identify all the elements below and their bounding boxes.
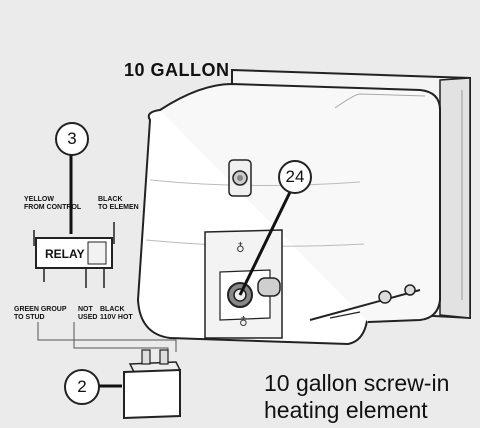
thermostat-cube <box>123 349 182 420</box>
water-heater-tank <box>136 82 441 346</box>
relay-label: RELAY <box>45 247 85 261</box>
relay-block <box>33 222 115 288</box>
callout-24-leader <box>238 187 294 296</box>
callout-heating-element: 24 <box>278 160 312 194</box>
wire-label-yellow: YELLOW FROM CONTROL <box>24 196 82 211</box>
top-fitting <box>228 159 252 197</box>
callout-relay-kit: 3 <box>55 122 89 156</box>
wire-label-black-element: BLACK TO ELEMEN <box>98 196 139 211</box>
tank-size-title: 10 GALLON <box>124 60 230 80</box>
wire-label-not-used: NOT USED <box>78 306 98 321</box>
diagram-caption: 10 gallon screw-in heating element <box>264 370 450 423</box>
svg-text:♁: ♁ <box>239 315 248 329</box>
wire-label-black-hot: BLACK 110V HOT <box>100 306 133 321</box>
wire-label-green: GREEN GROUP TO STUD <box>14 306 67 321</box>
callout-thermostat: 2 <box>64 369 100 405</box>
drain-tube <box>309 284 421 321</box>
svg-text:♁: ♁ <box>236 241 245 255</box>
